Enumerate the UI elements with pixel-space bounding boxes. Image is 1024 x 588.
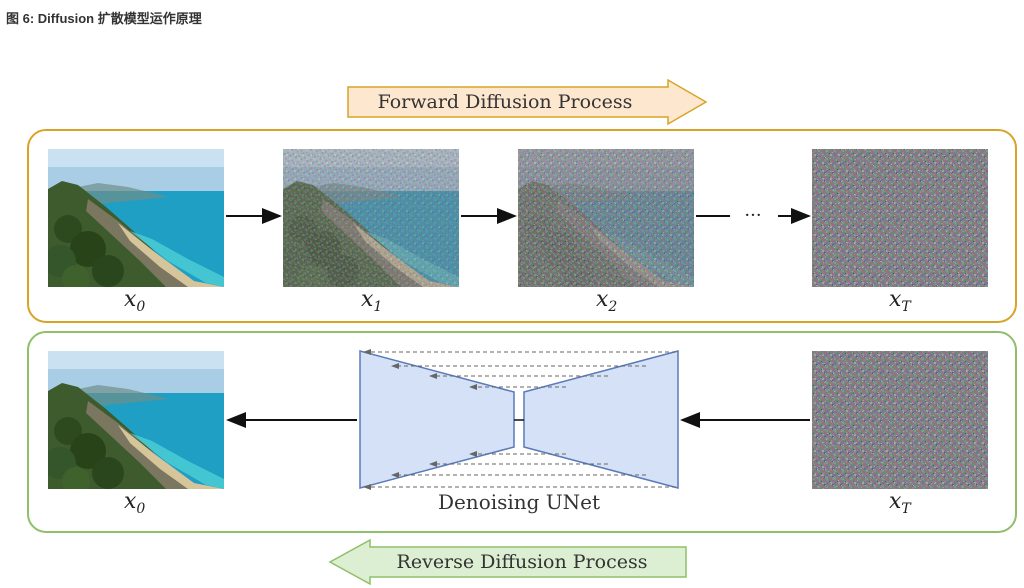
figure-caption: 图 6: Diffusion 扩散模型运作原理 — [6, 11, 202, 26]
reverse-process-frame — [27, 331, 1017, 533]
ellipsis: ··· — [744, 205, 761, 226]
forward-process-frame — [27, 129, 1017, 323]
reverse-process-arrow: Reverse Diffusion Process — [328, 538, 687, 586]
label-rev-x0: x0 — [124, 489, 145, 517]
label-fwd-x0: x0 — [124, 287, 145, 315]
label-rev-xT: xT — [889, 489, 912, 517]
label-fwd-xT: xT — [889, 287, 912, 315]
forward-image-x1 — [283, 149, 459, 287]
forward-image-x2 — [518, 149, 694, 287]
label-fwd-x2: x2 — [596, 287, 617, 315]
forward-image-xT — [812, 149, 988, 287]
reverse-process-title: Reverse Diffusion Process — [397, 551, 648, 573]
forward-process-arrow: Forward Diffusion Process — [347, 78, 708, 126]
skip-connections — [363, 349, 676, 490]
denoising-unet: Denoising UNet — [359, 349, 679, 514]
forward-process-title: Forward Diffusion Process — [378, 91, 633, 113]
reverse-image-x0 — [48, 351, 224, 489]
unet-label: Denoising UNet — [438, 490, 600, 514]
reverse-image-xT — [812, 351, 988, 489]
forward-image-x0 — [48, 149, 224, 287]
label-fwd-x1: x1 — [361, 287, 382, 315]
